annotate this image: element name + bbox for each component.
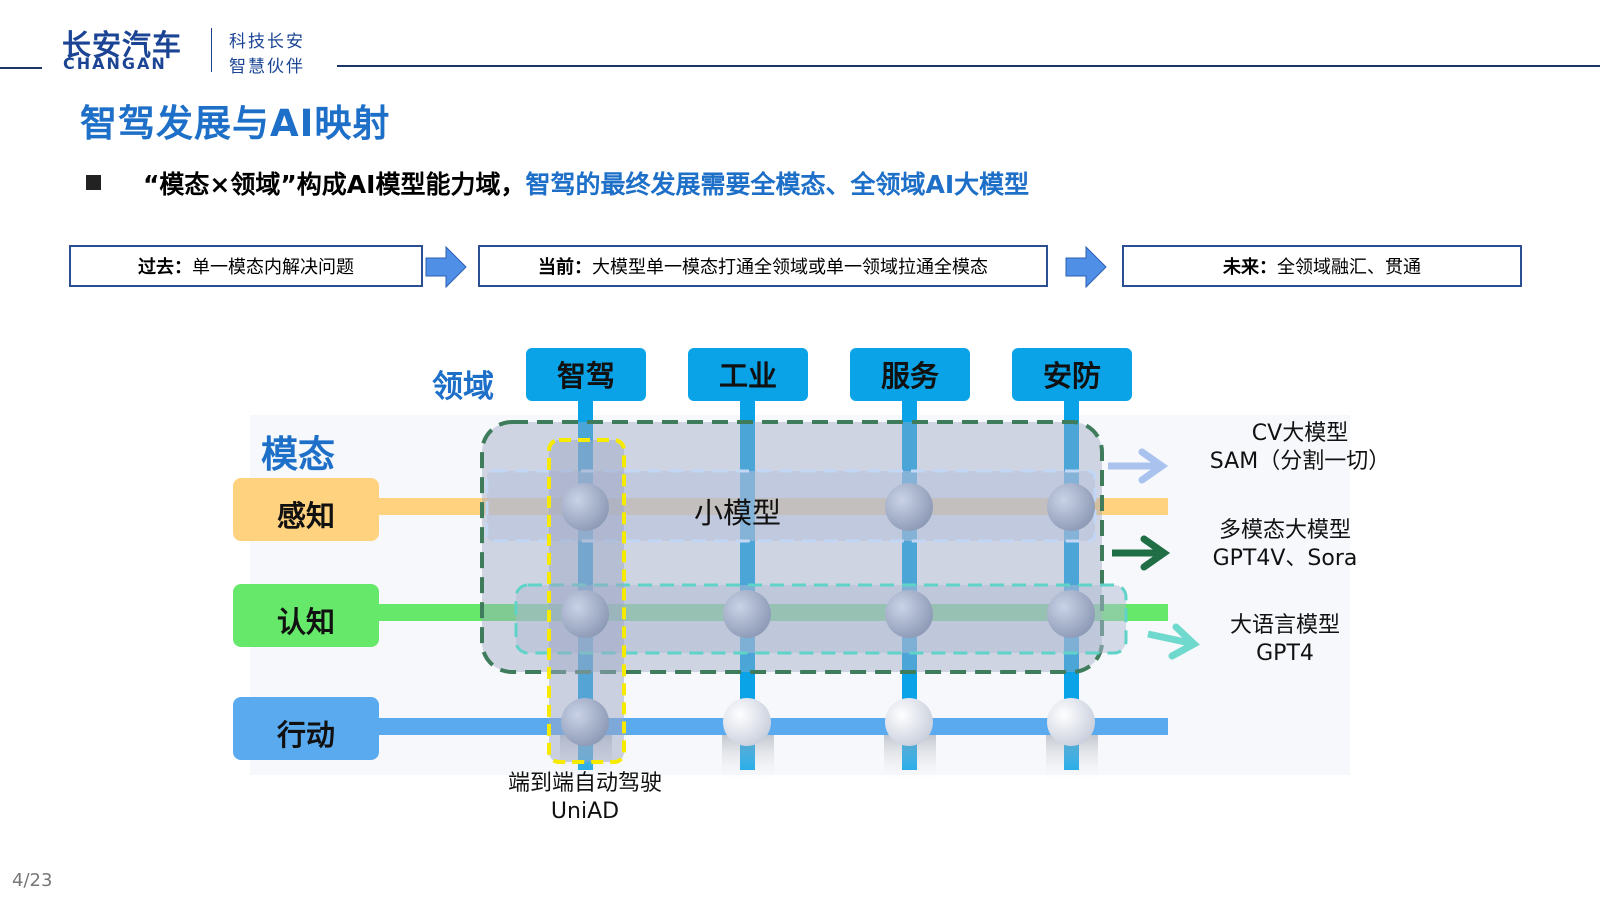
- small-model-label: 小模型: [694, 496, 782, 530]
- domain-header-autodrive: [526, 348, 646, 401]
- domain-header-security: [1012, 348, 1132, 401]
- logo-english: CHANGAN: [63, 54, 167, 73]
- arrow-right-icon: [1108, 448, 1169, 484]
- logo-chinese: 长安汽车: [62, 28, 183, 62]
- cv-model-title: CV大模型: [1251, 421, 1349, 446]
- modality-label: 认知: [276, 605, 335, 639]
- multimodal-model-title: 多模态大模型: [1218, 518, 1351, 543]
- cv-model-annotation: CV大模型 SAM（分割一切）: [1170, 420, 1430, 476]
- modality-axis-label: 模态: [261, 433, 335, 476]
- node-shadows: [560, 735, 1098, 783]
- timeline-past-text: 单一模态内解决问题: [192, 257, 354, 278]
- modality-box-cognition: [233, 584, 379, 647]
- key-point-part-2: 智驾的最终发展需要全模态、全领域AI大模型: [525, 170, 1030, 199]
- node-security-cognition: [1047, 590, 1095, 638]
- node-industry-cognition: [723, 590, 771, 638]
- modality-box-action: [233, 697, 379, 760]
- llm-example: GPT4: [1256, 641, 1314, 666]
- node-service-perception: [885, 483, 933, 531]
- node-security-action: [1047, 698, 1095, 746]
- timeline-future-label: 未来：: [1223, 257, 1277, 278]
- domain-header-service: [850, 348, 970, 401]
- timeline-future: 未来：全领域融汇、贯通: [1122, 245, 1522, 287]
- arrow-right-icon: [1112, 535, 1171, 571]
- arrow-right-icon: [1065, 245, 1107, 289]
- multimodal-model-annotation: 多模态大模型 GPT4V、Sora: [1175, 517, 1395, 573]
- modality-label: 感知: [276, 499, 335, 533]
- timeline-current-text: 大模型单一模态打通全领域或单一领域拉通全模态: [592, 257, 988, 278]
- modality-box-perception: [233, 478, 379, 541]
- timeline-past: 过去：单一模态内解决问题: [69, 245, 423, 287]
- modality-headers: [233, 478, 379, 760]
- cv-model-example: SAM（分割一切）: [1209, 449, 1391, 474]
- cv-large-model-band: [485, 469, 1097, 543]
- domain-label: 服务: [880, 359, 939, 393]
- slogan-line-1: 科技长安: [229, 32, 305, 52]
- slogan-line-2: 智慧伙伴: [229, 57, 305, 77]
- arrow-right-icon: [425, 245, 467, 289]
- end-to-end-annotation: 端到端自动驾驶 UniAD: [485, 770, 685, 826]
- timeline-future-text: 全领域融汇、贯通: [1277, 257, 1421, 278]
- node-service-action: [885, 698, 933, 746]
- domain-header-industry: [688, 348, 808, 401]
- end-to-end-title: 端到端自动驾驶: [507, 771, 662, 796]
- node-autodrive-perception: [561, 483, 609, 531]
- timeline-past-label: 过去：: [138, 257, 192, 278]
- llm-annotation: 大语言模型 GPT4: [1205, 612, 1365, 668]
- key-point-part-1: “模态×领域”构成AI模型能力域，: [143, 170, 526, 199]
- logo-divider: [211, 28, 212, 72]
- domain-label: 安防: [1042, 359, 1101, 393]
- node-service-cognition: [885, 590, 933, 638]
- grid-nodes: [561, 483, 1095, 746]
- page-number: 4/23: [12, 870, 53, 891]
- end-to-end-example: UniAD: [550, 799, 620, 824]
- domain-label: 智驾: [556, 359, 615, 393]
- domain-headers: [526, 348, 1132, 401]
- multimodal-model-example: GPT4V、Sora: [1212, 546, 1358, 571]
- domain-axis-label: 领域: [432, 369, 494, 405]
- bullet-square-icon: [86, 175, 101, 190]
- node-security-perception: [1047, 483, 1095, 531]
- node-autodrive-cognition: [561, 590, 609, 638]
- timeline-current-label: 当前：: [538, 257, 592, 278]
- domain-label: 工业: [718, 359, 777, 393]
- llm-band: [514, 583, 1128, 655]
- arrow-right-icon: [1147, 623, 1200, 660]
- node-industry-action: [723, 698, 771, 746]
- llm-title: 大语言模型: [1229, 613, 1340, 638]
- key-point: “模态×领域”构成AI模型能力域，智驾的最终发展需要全模态、全领域AI大模型: [143, 165, 1029, 201]
- node-autodrive-action: [561, 698, 609, 746]
- modality-label: 行动: [276, 718, 335, 752]
- annotation-arrows: [1108, 448, 1200, 660]
- header-rule-left: [0, 67, 42, 69]
- timeline-current: 当前：大模型单一模态打通全领域或单一领域拉通全模态: [478, 245, 1048, 287]
- page-title: 智驾发展与AI映射: [80, 102, 391, 145]
- header-rule-right: [337, 65, 1600, 67]
